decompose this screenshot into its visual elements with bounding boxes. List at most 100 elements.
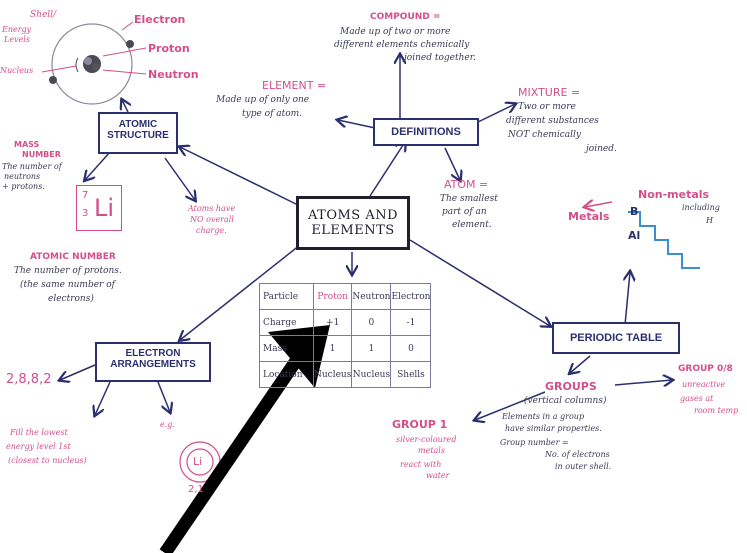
arrow-to-periodic-table — [409, 239, 550, 326]
mixture-desc-4: joined. — [586, 144, 617, 154]
table-cell: Location — [259, 361, 314, 388]
non-metals-label: Non-metals — [638, 188, 710, 201]
mass-number-desc-3: + protons. — [2, 182, 45, 191]
fill-rule-3: (closest to nucleus) — [8, 456, 87, 465]
arrangement-example: 2,8,8,2 — [6, 372, 52, 387]
table-cell: Charge — [259, 309, 314, 336]
energy-label-2: Levels — [4, 35, 30, 44]
atomic-number-value: 3 — [82, 208, 89, 219]
periodic-table-title: PERIODIC TABLE — [569, 332, 663, 344]
compound-desc-2: different elements chemically — [334, 40, 470, 50]
table-row: Charge +1 0 -1 — [259, 309, 432, 336]
compound-desc-1: Made up of two or more — [340, 27, 451, 37]
central-topic-line1: ATOMS AND — [307, 208, 399, 223]
table-cell: 1 — [312, 335, 353, 362]
staircase-line — [628, 211, 700, 269]
neutron-label: Neutron — [148, 68, 199, 81]
table-header-cell: Proton — [312, 283, 353, 310]
arrow-to-electron-arrangements — [180, 244, 301, 340]
atom-desc-3: element. — [452, 220, 492, 230]
table-cell: 1 — [351, 335, 392, 362]
element-symbol: Li — [94, 194, 115, 222]
atom-title: ATOM = — [444, 178, 489, 191]
table-header-cell: Neutron — [351, 283, 392, 310]
including-label: including — [682, 203, 720, 212]
mixture-desc-1: Two or more — [518, 102, 576, 112]
atomic-structure-title-2: STRUCTURE — [107, 130, 169, 141]
group0-desc-1: unreactive — [682, 380, 726, 389]
group1-desc-3: react with — [400, 460, 442, 469]
element-title: ELEMENT = — [262, 79, 327, 92]
electron-dot — [49, 76, 57, 84]
mass-number-title-2: NUMBER — [22, 150, 61, 159]
boron-label: B — [630, 205, 639, 218]
mass-number-value: 7 — [82, 190, 89, 201]
group0-desc-3: room temp — [694, 406, 739, 415]
atom-desc-2: part of an — [442, 207, 487, 217]
arrow-to-atomic-structure — [180, 147, 299, 206]
li-config: 2,1 — [188, 484, 204, 495]
hydrogen-label: H — [706, 216, 713, 225]
central-topic-box: ATOMS AND ELEMENTS — [296, 196, 410, 250]
mixture-desc-2: different substances — [506, 116, 599, 126]
groups-desc-2: have similar properties. — [505, 424, 602, 433]
charge-note-1: Atoms have — [188, 204, 236, 213]
energy-label-1: Energy — [2, 25, 32, 34]
compound-desc-3: joined together. — [404, 53, 476, 63]
table-header-row: Particle Proton Neutron Electron — [259, 283, 432, 310]
electron-arrangements-title-1: ELECTRON — [125, 348, 181, 359]
atomic-structure-box: ATOMIC STRUCTURE — [98, 112, 178, 154]
definitions-title: DEFINITIONS — [391, 126, 461, 138]
atomic-structure-title-1: ATOMIC — [118, 119, 158, 130]
particle-table: Particle Proton Neutron Electron Charge … — [259, 283, 432, 388]
atomic-number-desc-1: The number of protons. — [14, 266, 122, 276]
metals-label: Metals — [568, 210, 610, 223]
table-cell: +1 — [312, 309, 353, 336]
atomic-number-desc-2: (the same number of — [20, 280, 115, 290]
table-header-cell: Electron — [390, 283, 432, 310]
shell-label: Shell/ — [30, 10, 57, 20]
table-cell: Nucleus — [312, 361, 353, 388]
mass-number-desc-1: The number of — [2, 162, 62, 171]
table-cell: 0 — [351, 309, 392, 336]
arrow-to-definitions — [369, 142, 405, 197]
mixture-title: MIXTURE = — [518, 86, 581, 99]
group1-desc-2: metals — [418, 446, 445, 455]
aluminium-label: Al — [628, 229, 641, 242]
element-desc-2: type of atom. — [242, 109, 303, 119]
table-cell: 0 — [390, 335, 432, 362]
charge-note-3: charge. — [196, 226, 227, 235]
group0-desc-2: gases at — [680, 394, 714, 403]
electron-arrangements-box: ELECTRON ARRANGEMENTS — [95, 342, 211, 382]
table-row: Mass 1 1 0 — [259, 335, 432, 362]
definitions-box: DEFINITIONS — [373, 118, 479, 146]
li-shell-label: Li — [193, 455, 203, 468]
atom-desc-1: The smallest — [440, 194, 498, 204]
groups-subtitle: (vertical columns) — [524, 396, 607, 406]
fill-rule-1: Fill the lowest — [10, 428, 68, 437]
periodic-table-box: PERIODIC TABLE — [552, 322, 680, 354]
table-cell: Mass — [259, 335, 314, 362]
groups-desc-4: No. of electrons — [545, 450, 610, 459]
group1-desc-1: silver-coloured — [396, 435, 457, 444]
table-cell: -1 — [390, 309, 432, 336]
mass-number-desc-2: neutrons — [4, 172, 41, 181]
group0-title: GROUP 0/8 — [678, 364, 733, 374]
central-topic-line2: ELEMENTS — [311, 223, 395, 238]
charge-note-2: NO overall — [190, 215, 234, 224]
nucleus-label: Nucleus — [0, 66, 34, 75]
mass-number-title-1: MASS — [14, 140, 40, 149]
mixture-desc-3: NOT chemically — [508, 130, 581, 140]
table-row: Location Nucleus Nucleus Shells — [259, 361, 432, 388]
table-header-cell: Particle — [259, 283, 314, 310]
groups-desc-5: in outer shell. — [555, 462, 612, 471]
table-cell: Nucleus — [351, 361, 392, 388]
group1-desc-4: water — [426, 471, 450, 480]
proton-label: Proton — [148, 42, 190, 55]
electron-dot — [126, 40, 134, 48]
atomic-number-title: ATOMIC NUMBER — [30, 252, 116, 262]
groups-desc-1: Elements in a group — [502, 412, 585, 421]
eg-label: e.g. — [160, 420, 175, 429]
group1-title: GROUP 1 — [392, 418, 448, 431]
electron-label: Electron — [134, 13, 186, 26]
